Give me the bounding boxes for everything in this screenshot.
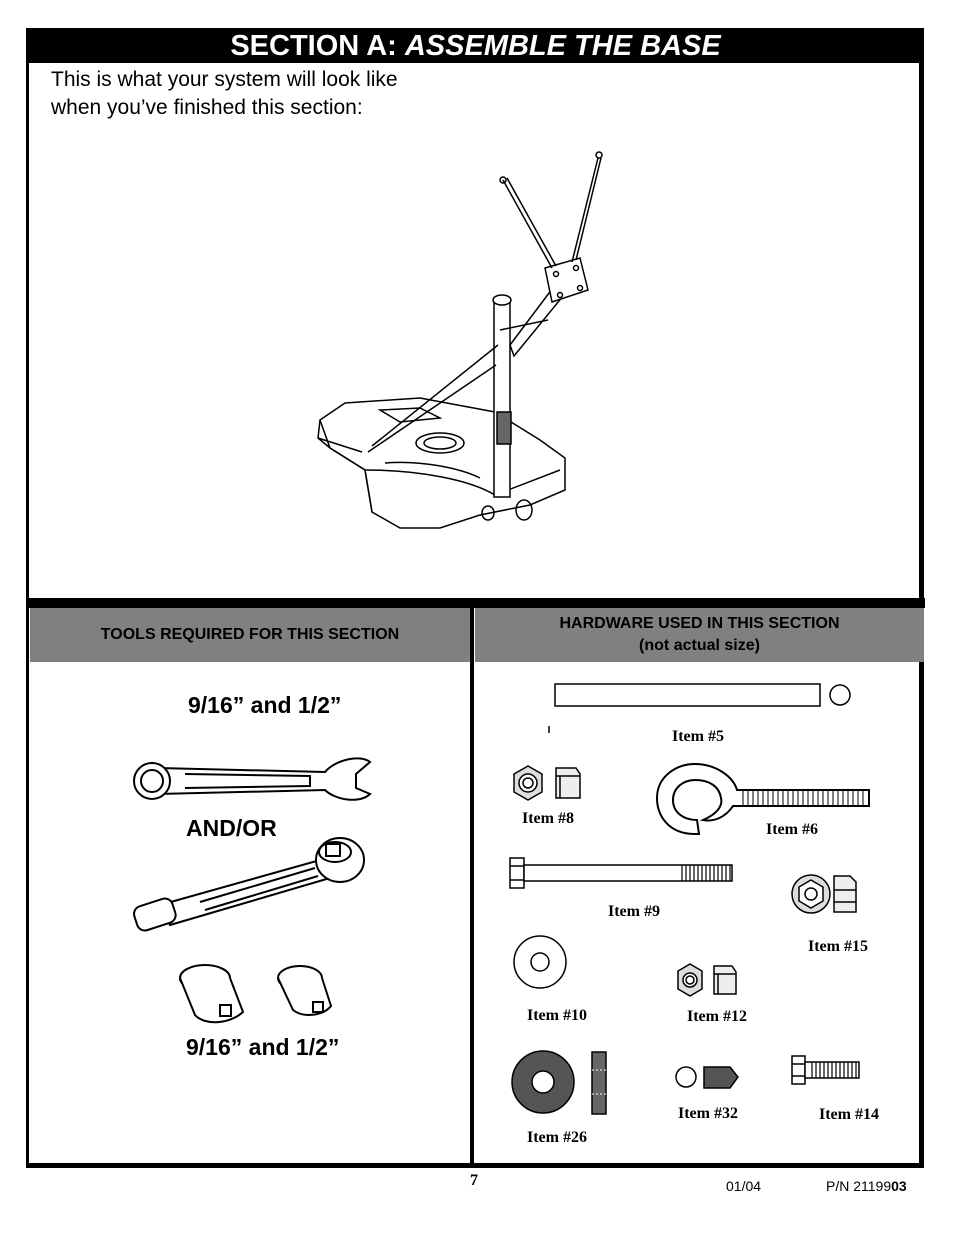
part-number: P/N 2119903 [826, 1178, 907, 1194]
item-32-plug-icon [675, 1066, 739, 1089]
item-26-spacer-icon [511, 1050, 607, 1115]
item-10-label: Item #10 [527, 1007, 587, 1024]
item-10-washer-icon [513, 935, 567, 989]
tools-header: TOOLS REQUIRED FOR THIS SECTION [30, 608, 470, 662]
column-divider [470, 606, 474, 1164]
item-6-label: Item #6 [766, 821, 818, 838]
item-32-label: Item #32 [678, 1105, 738, 1122]
section-title: SECTION A: ASSEMBLE THE BASE [28, 29, 923, 63]
intro-line-2: when you’ve finished this section: [51, 96, 363, 119]
item-12-label: Item #12 [687, 1008, 747, 1025]
item-15-label: Item #15 [808, 938, 868, 955]
part-number-prefix: P/N 21199 [826, 1178, 892, 1194]
hardware-header-line-2: (not actual size) [639, 637, 760, 654]
item-9-bolt-icon [509, 857, 733, 889]
footer-date: 01/04 [726, 1178, 762, 1194]
item-9-label: Item #9 [608, 903, 660, 920]
section-title-text: ASSEMBLE THE BASE [404, 30, 721, 62]
section-divider [28, 598, 925, 608]
item-14-label: Item #14 [819, 1106, 879, 1123]
andor-label: AND/OR [186, 815, 277, 841]
socket-size-label: 9/16” and 1/2” [186, 1034, 340, 1060]
part-number-suffix: 03 [891, 1178, 907, 1194]
item-14-bolt-icon [791, 1055, 860, 1085]
wrench-size-label: 9/16” and 1/2” [188, 692, 342, 718]
hardware-header: HARDWARE USED IN THIS SECTION (not actua… [475, 608, 924, 662]
ratchet-icon [133, 837, 365, 932]
item-6-eyebolt-icon [655, 762, 870, 835]
item-5-label: Item #5 [672, 728, 724, 745]
assembled-base-illustration [317, 151, 603, 529]
section-prefix: SECTION A: [230, 30, 397, 62]
page-number: 7 [470, 1172, 478, 1189]
intro-text: This is what your system will look like … [51, 66, 398, 122]
sockets-icon [179, 964, 333, 1024]
item-15-flange-nut-icon [791, 874, 857, 914]
intro-line-1: This is what your system will look like [51, 68, 398, 91]
item-12-nut-icon [677, 963, 737, 997]
item-26-label: Item #26 [527, 1129, 587, 1146]
item-5-rod-icon [548, 683, 851, 733]
item-8-nut-icon [513, 765, 581, 801]
item-8-label: Item #8 [522, 810, 574, 827]
combination-wrench-icon [133, 757, 372, 801]
hardware-header-line-1: HARDWARE USED IN THIS SECTION [559, 615, 840, 632]
